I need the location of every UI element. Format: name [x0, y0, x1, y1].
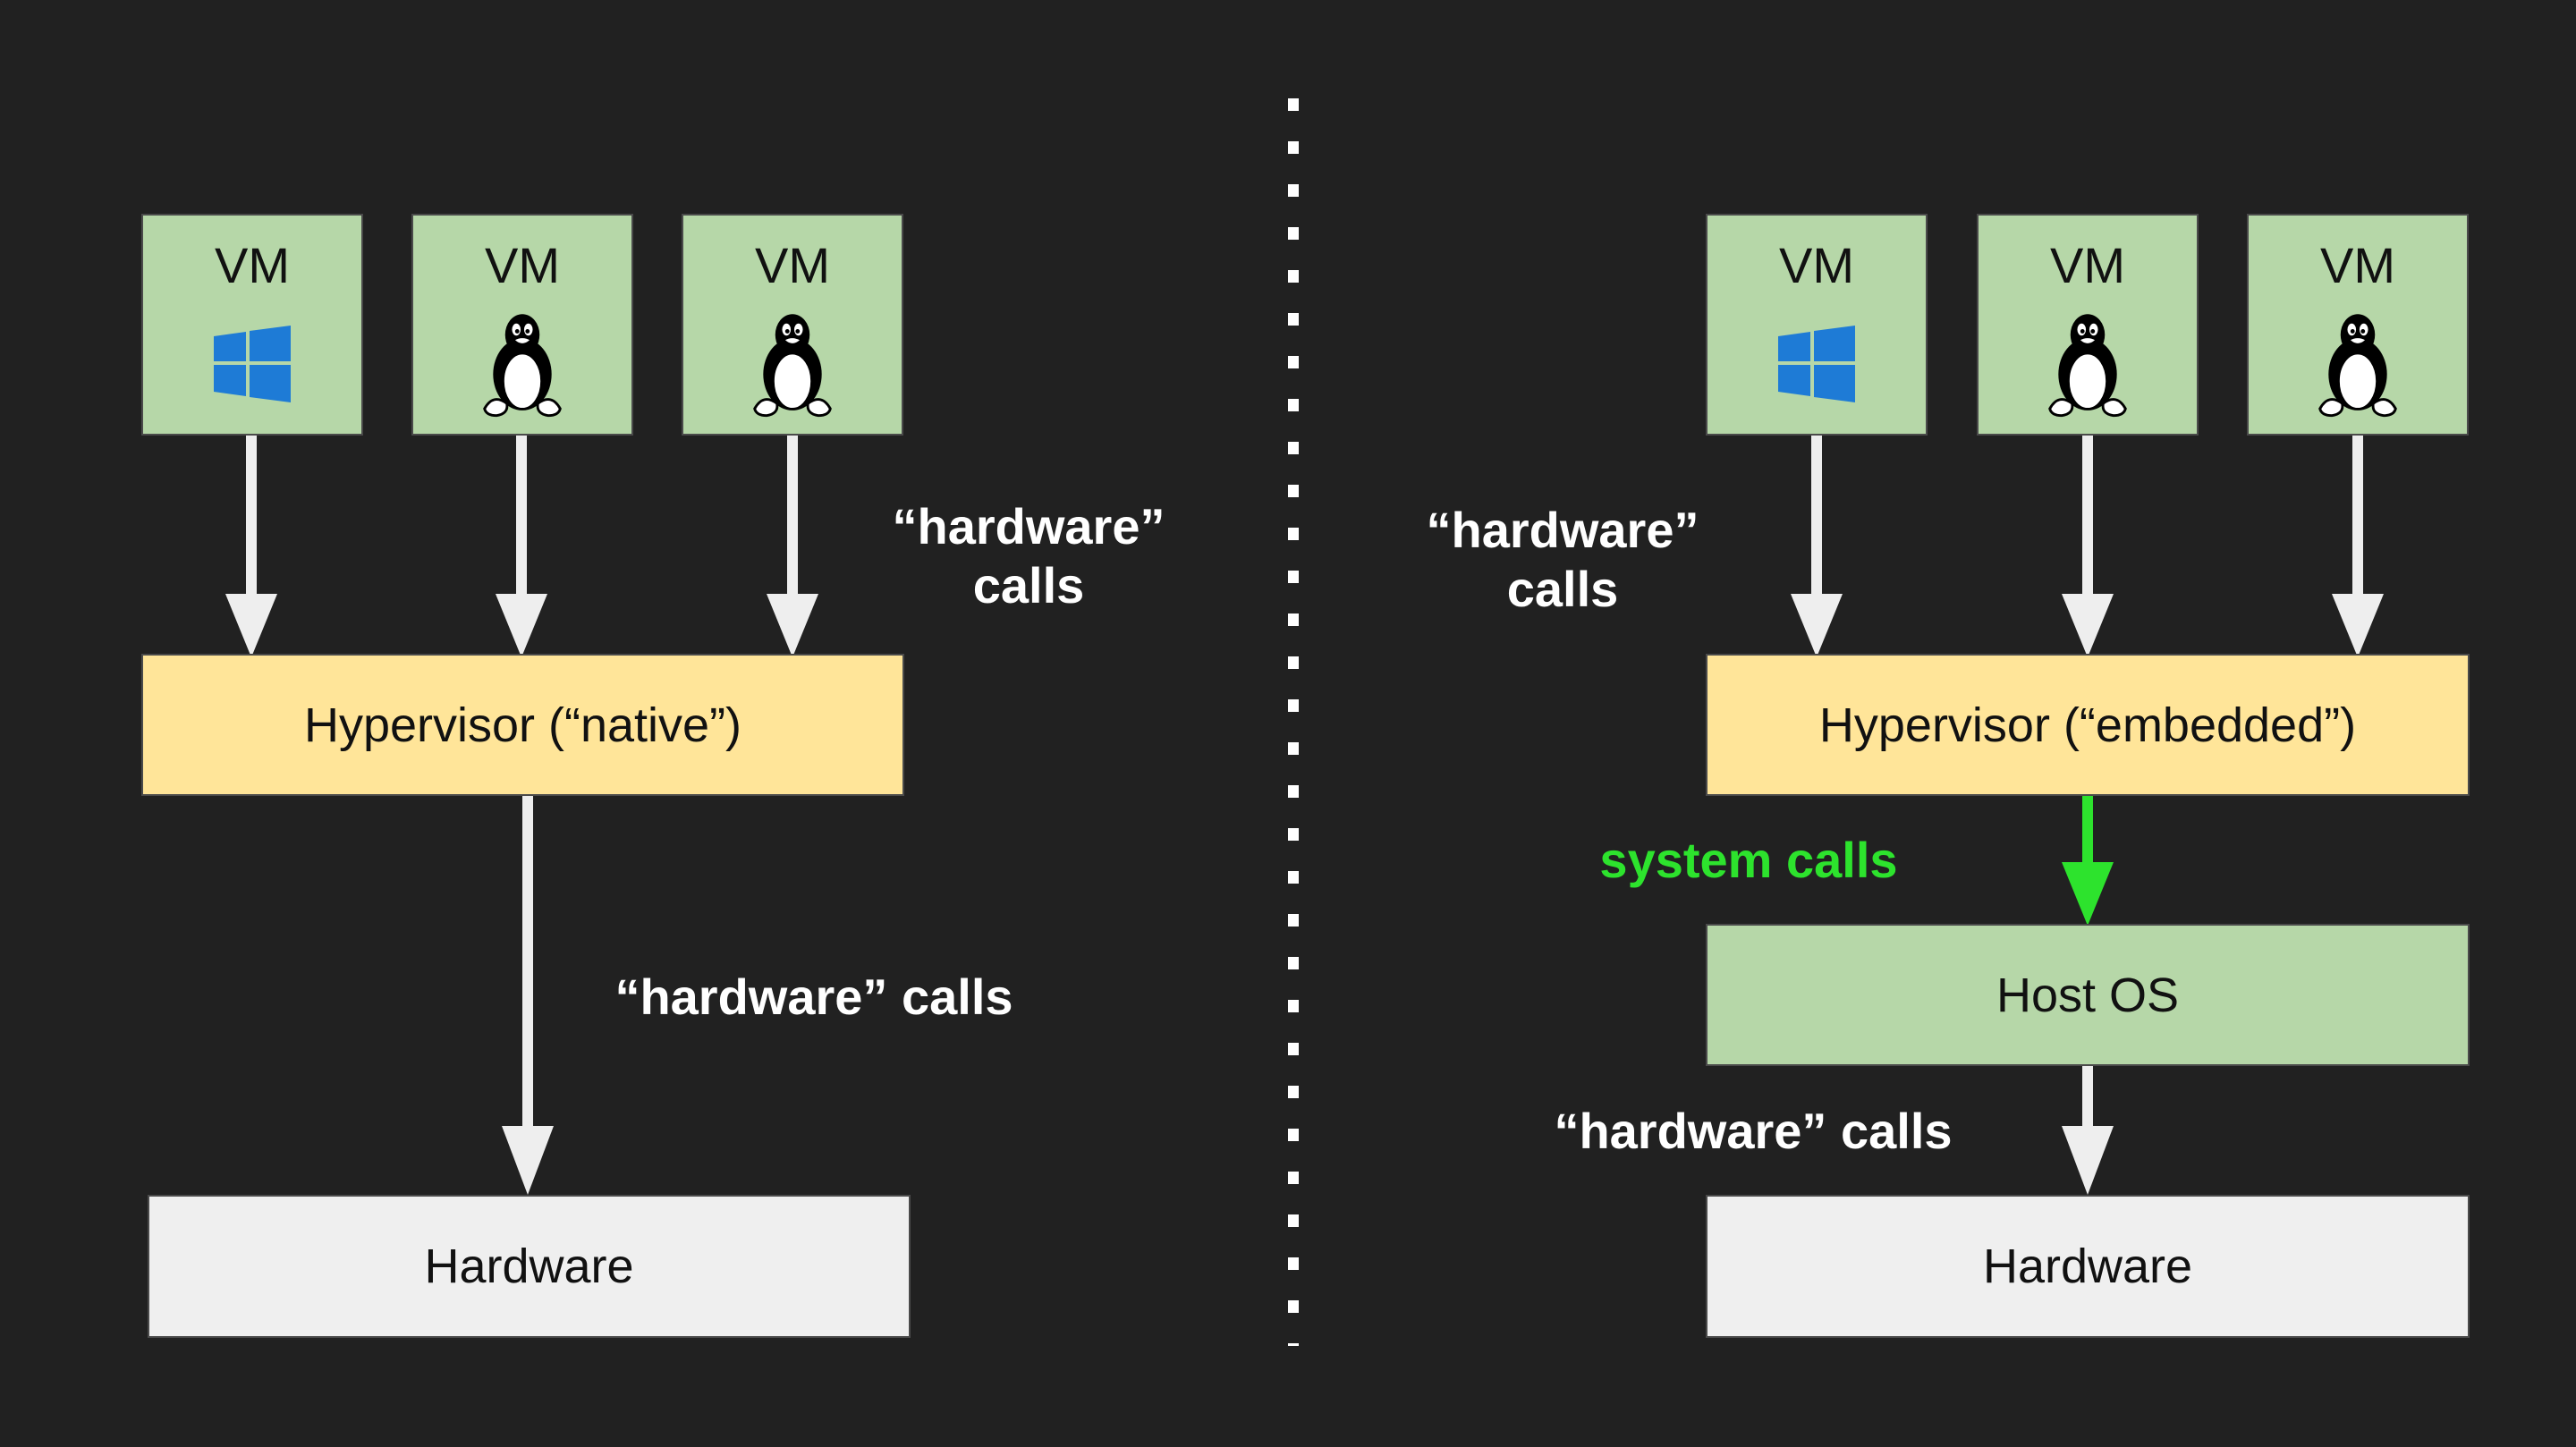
windows-logo-icon — [1772, 310, 1861, 418]
right-vm-hardware-calls-label: “hardware” calls — [1426, 502, 1699, 617]
windows-logo-icon — [208, 310, 297, 418]
left-hypervisor-box: Hypervisor (“native”) — [141, 654, 904, 796]
right-hardware-box: Hardware — [1706, 1195, 2470, 1338]
left-vm-hardware-calls-label: “hardware” calls — [892, 498, 1165, 613]
system-calls-label: system calls — [1599, 832, 1898, 888]
host-os-box: Host OS — [1706, 924, 2470, 1066]
vm-label: VM — [485, 237, 560, 293]
left-vm3-arrowhead — [767, 594, 818, 657]
left-vm1-arrowhead — [225, 594, 277, 657]
right-host-os-to-hardware — [2062, 1066, 2114, 1195]
left-vm-linux-2: VM — [682, 214, 903, 436]
right-hardware-arrowhead — [2062, 1126, 2114, 1195]
left-vm-arrows — [225, 436, 818, 657]
linux-tux-icon — [2313, 310, 2402, 418]
vm-label: VM — [755, 237, 830, 293]
linux-tux-icon — [748, 310, 837, 418]
left-hypervisor-to-hardware — [502, 796, 554, 1195]
vm-label: VM — [2050, 237, 2125, 293]
left-vm-linux-1: VM — [411, 214, 633, 436]
vm-label: VM — [1779, 237, 1854, 293]
left-hypervisor-hardware-calls-label: “hardware” calls — [614, 969, 1013, 1025]
right-vm-windows: VM — [1706, 214, 1928, 436]
right-vm-arrows — [1791, 436, 2384, 657]
right-hypervisor-box: Hypervisor (“embedded”) — [1706, 654, 2470, 796]
left-hardware-box: Hardware — [148, 1195, 911, 1338]
right-vm-linux-2: VM — [2247, 214, 2469, 436]
left-hardware-arrowhead — [502, 1126, 554, 1195]
right-vm1-arrowhead — [1791, 594, 1843, 657]
right-vm-linux-1: VM — [1977, 214, 2199, 436]
right-vm2-arrowhead — [2062, 594, 2114, 657]
left-vm-windows: VM — [141, 214, 363, 436]
system-calls-arrowhead — [2062, 862, 2114, 926]
right-hypervisor-to-host-os — [2062, 796, 2114, 926]
right-host-hardware-calls-label: “hardware” calls — [1554, 1103, 1953, 1159]
left-vm2-arrowhead — [496, 594, 547, 657]
vm-label: VM — [215, 237, 290, 293]
linux-tux-icon — [478, 310, 567, 418]
linux-tux-icon — [2043, 310, 2132, 418]
right-vm3-arrowhead — [2332, 594, 2384, 657]
vm-label: VM — [2320, 237, 2395, 293]
